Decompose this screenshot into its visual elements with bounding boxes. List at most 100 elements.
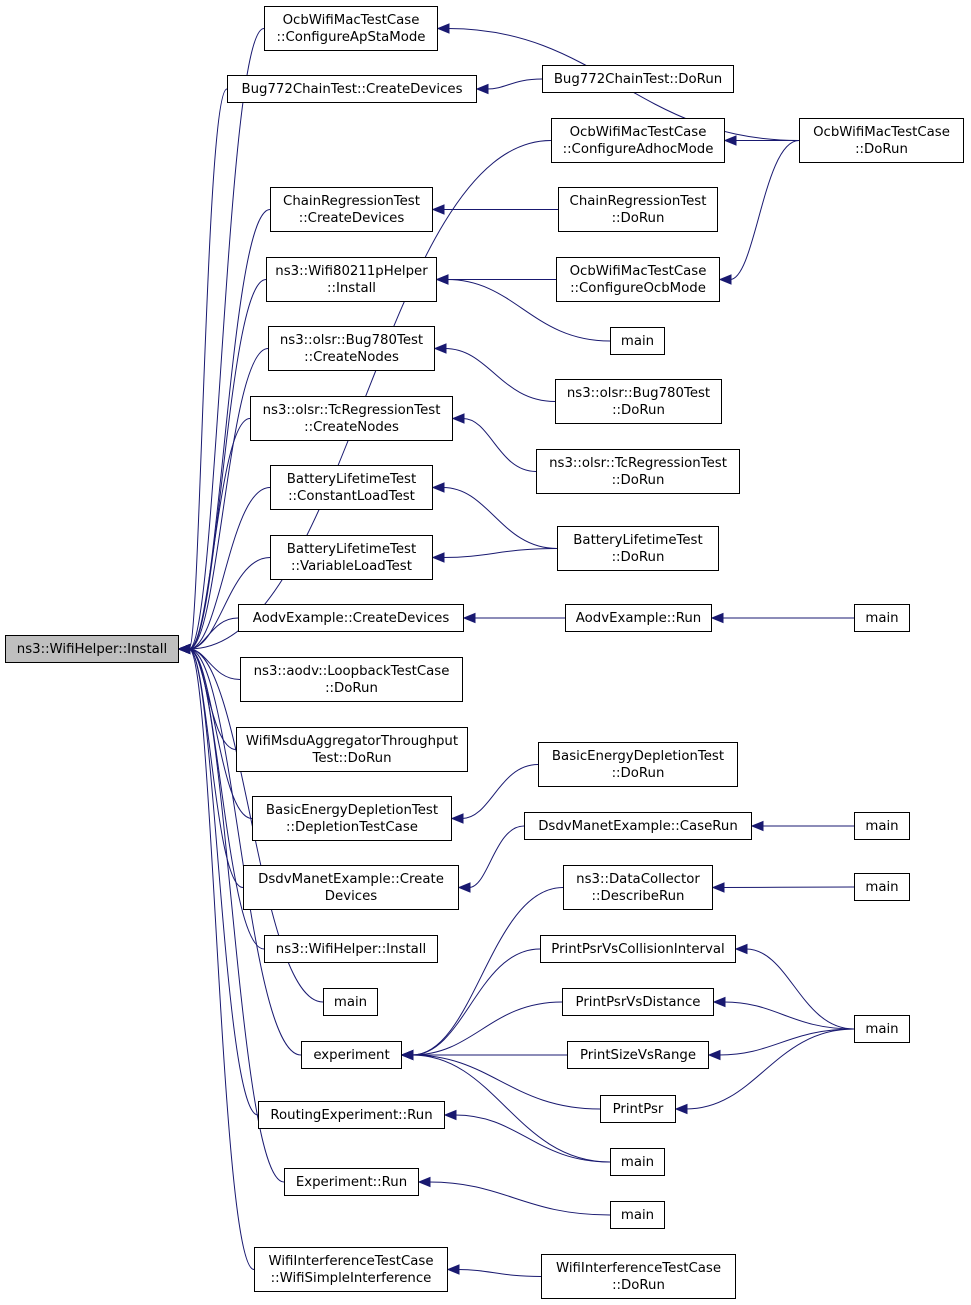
node-label-line: main bbox=[865, 1021, 899, 1037]
edge-bug780_dorun-to-bug780_create bbox=[444, 348, 556, 402]
node-tc-create[interactable]: ns3::olsr::TcRegressionTest::CreateNodes bbox=[250, 396, 453, 441]
node-experiment[interactable]: experiment bbox=[301, 1041, 402, 1069]
node-wit-simple[interactable]: WifiInterferenceTestCase::WifiSimpleInte… bbox=[254, 1247, 448, 1292]
node-main-dc[interactable]: main bbox=[854, 873, 910, 901]
node-label-line: ::Install bbox=[327, 280, 376, 296]
node-label-line: main bbox=[620, 333, 655, 349]
edge-main_psr-to-printpsr bbox=[685, 1028, 855, 1110]
node-label-line: ns3::WifiHelper::Install bbox=[275, 941, 427, 957]
node-label-line: PrintPsrVsCollisionInterval bbox=[551, 941, 725, 957]
node-batt-var[interactable]: BatteryLifetimeTest::VariableLoadTest bbox=[270, 535, 433, 580]
node-main-psr[interactable]: main bbox=[854, 1015, 910, 1043]
edge-arrowhead bbox=[451, 413, 465, 424]
node-label-line: ChainRegressionTest bbox=[283, 193, 420, 209]
node-aodv-create[interactable]: AodvExample::CreateDevices bbox=[238, 604, 464, 632]
node-label-line: PrintSizeVsRange bbox=[579, 1047, 697, 1063]
node-wit-dorun[interactable]: WifiInterferenceTestCase::DoRun bbox=[541, 1254, 736, 1299]
edge-arrowhead bbox=[443, 1109, 457, 1121]
node-label-line: ::DoRun bbox=[612, 402, 665, 418]
edge-bug780_create-to-root bbox=[188, 348, 269, 650]
node-label-line: DsdvManetExample::CaseRun bbox=[538, 818, 738, 834]
node-ocb-adhoc[interactable]: OcbWifiMacTestCase::ConfigureAdhocMode bbox=[551, 118, 725, 163]
node-label-line: experiment bbox=[313, 1047, 390, 1063]
edge-basic_dorun-to-basic_case bbox=[461, 764, 539, 819]
node-bug772-dorun[interactable]: Bug772ChainTest::DoRun bbox=[542, 65, 734, 93]
node-label-line: ns3::olsr::TcRegressionTest bbox=[262, 402, 441, 418]
node-main-exp[interactable]: main bbox=[610, 1148, 665, 1176]
node-label-line: main bbox=[865, 818, 899, 834]
node-main-exprun[interactable]: main bbox=[610, 1201, 665, 1229]
node-printpsr[interactable]: PrintPsr bbox=[600, 1095, 676, 1123]
node-label-line: ::CreateNodes bbox=[304, 419, 399, 435]
node-label-line: WifiInterferenceTestCase bbox=[268, 1253, 434, 1269]
node-ocb-ocbmode[interactable]: OcbWifiMacTestCase::ConfigureOcbMode bbox=[556, 257, 720, 302]
node-label-line: ::DoRun bbox=[611, 765, 665, 781]
node-main-aodv[interactable]: main bbox=[854, 604, 910, 632]
edge-datacollector-to-experiment bbox=[411, 887, 564, 1056]
node-basic-dorun[interactable]: BasicEnergyDepletionTest::DoRun bbox=[538, 742, 738, 787]
node-chain-create[interactable]: ChainRegressionTest::CreateDevices bbox=[270, 187, 433, 232]
node-label-line: Experiment::Run bbox=[295, 1174, 408, 1190]
node-aodv-loopback[interactable]: ns3::aodv::LoopbackTestCase::DoRun bbox=[240, 657, 463, 702]
edge-arrowhead bbox=[457, 882, 471, 893]
node-chain-dorun[interactable]: ChainRegressionTest::DoRun bbox=[558, 187, 718, 232]
node-label-line: AodvExample::Run bbox=[575, 610, 702, 626]
node-label-line: ::DoRun bbox=[611, 210, 665, 226]
node-label-line: ::DoRun bbox=[612, 1277, 665, 1293]
node-size-range[interactable]: PrintSizeVsRange bbox=[567, 1041, 709, 1069]
node-basic-case[interactable]: BasicEnergyDepletionTest::DepletionTestC… bbox=[252, 796, 452, 841]
node-psr-coll[interactable]: PrintPsrVsCollisionInterval bbox=[540, 935, 736, 963]
node-ocb-apsta[interactable]: OcbWifiMacTestCase::ConfigureApStaMode bbox=[264, 6, 438, 51]
node-main-dsdv[interactable]: main bbox=[854, 812, 910, 840]
edge-arrowhead bbox=[710, 612, 724, 624]
edge-arrowhead bbox=[707, 1049, 721, 1061]
node-label-line: ::ConstantLoadTest bbox=[288, 488, 415, 504]
node-batt-const[interactable]: BatteryLifetimeTest::ConstantLoadTest bbox=[270, 465, 433, 510]
node-label-line: OcbWifiMacTestCase bbox=[282, 12, 420, 28]
node-batt-dorun[interactable]: BatteryLifetimeTest::DoRun bbox=[557, 526, 719, 571]
node-routing-run[interactable]: RoutingExperiment::Run bbox=[258, 1101, 445, 1129]
edge-arrowhead bbox=[734, 943, 748, 955]
node-label-line: ns3::olsr::Bug780Test bbox=[566, 385, 711, 401]
node-wifi80211p[interactable]: ns3::Wifi80211pHelper::Install bbox=[266, 257, 437, 302]
node-label-line: BatteryLifetimeTest bbox=[286, 471, 417, 487]
node-label-line: ns3::aodv::LoopbackTestCase bbox=[253, 663, 450, 679]
edge-wit_simple-to-root bbox=[188, 648, 255, 1270]
node-bug780-create[interactable]: ns3::olsr::Bug780Test::CreateNodes bbox=[268, 326, 435, 371]
node-exp-run[interactable]: Experiment::Run bbox=[284, 1168, 419, 1196]
node-label-line: ::CreateNodes bbox=[304, 349, 399, 365]
edge-tc_dorun-to-tc_create bbox=[462, 418, 537, 472]
edge-main_exp-to-experiment bbox=[411, 1054, 611, 1163]
node-tc-dorun[interactable]: ns3::olsr::TcRegressionTest::DoRun bbox=[536, 449, 740, 494]
edge-tc_create-to-root bbox=[188, 418, 251, 650]
node-ocb-dorun[interactable]: OcbWifiMacTestCase::DoRun bbox=[799, 118, 964, 163]
node-label-line: ::DepletionTestCase bbox=[286, 819, 418, 835]
edge-arrowhead bbox=[674, 1103, 688, 1115]
node-datacollector[interactable]: ns3::DataCollector::DescribeRun bbox=[563, 865, 713, 910]
node-wifihelper2[interactable]: ns3::WifiHelper::Install bbox=[264, 935, 438, 963]
node-label-line: ns3::Wifi80211pHelper bbox=[275, 263, 428, 279]
node-main-a[interactable]: main bbox=[610, 327, 665, 355]
node-bug772-create[interactable]: Bug772ChainTest::CreateDevices bbox=[227, 75, 477, 103]
node-label-line: BatteryLifetimeTest bbox=[573, 532, 703, 548]
node-label-line: ::DoRun bbox=[611, 472, 665, 488]
node-label-line: ::VariableLoadTest bbox=[291, 558, 412, 574]
edge-arrowhead bbox=[475, 83, 489, 95]
edge-exp_run-to-root bbox=[188, 648, 285, 1183]
node-dsdv-caserun[interactable]: DsdvManetExample::CaseRun bbox=[524, 812, 752, 840]
node-aodv-run[interactable]: AodvExample::Run bbox=[565, 604, 712, 632]
node-label-line: Bug772ChainTest::CreateDevices bbox=[241, 81, 463, 97]
node-psr-dist[interactable]: PrintPsrVsDistance bbox=[562, 988, 714, 1016]
node-label-line: OcbWifiMacTestCase bbox=[813, 124, 950, 140]
node-bug780-dorun[interactable]: ns3::olsr::Bug780Test::DoRun bbox=[555, 379, 722, 424]
node-label-line: main bbox=[620, 1154, 655, 1170]
node-label-line: ::ConfigureOcbMode bbox=[570, 280, 706, 296]
edge-arrowhead bbox=[712, 996, 726, 1008]
edge-arrowhead bbox=[431, 482, 445, 493]
node-label-line: ns3::WifiHelper::Install bbox=[16, 641, 168, 657]
edge-batt_dorun-to-batt_var bbox=[442, 548, 558, 558]
edge-experiment-to-root bbox=[188, 648, 302, 1056]
node-main-direct[interactable]: main bbox=[323, 988, 378, 1016]
